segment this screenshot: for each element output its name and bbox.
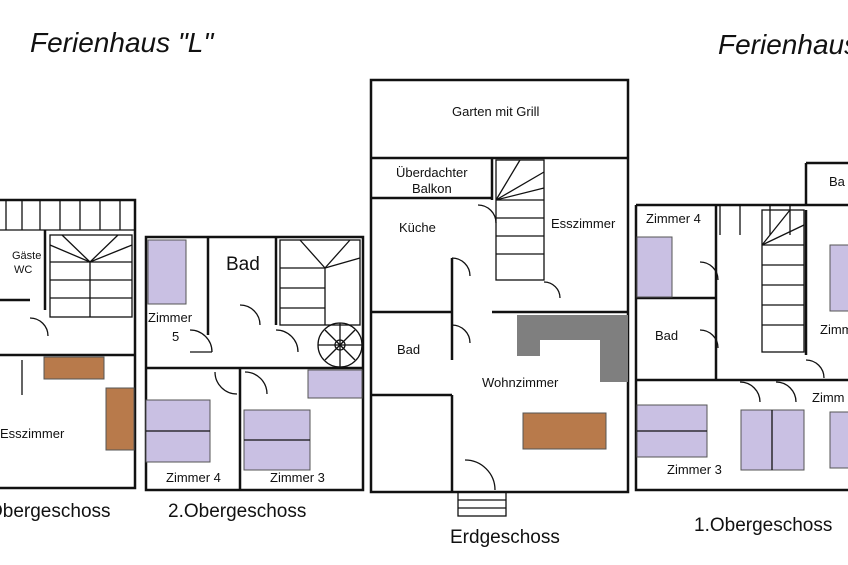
label-bad-eg: Bad [397, 342, 420, 357]
label-zimmer5-b: 5 [172, 329, 179, 344]
title-left: Ferienhaus "L" [30, 27, 214, 58]
label-esszimmer-eg: Esszimmer [551, 216, 616, 231]
label-balkon-b: Balkon [412, 181, 452, 196]
label-zimmer4-1og: Zimmer 4 [646, 211, 701, 226]
label-wohnzimmer: Wohnzimmer [482, 375, 559, 390]
label-esszimmer-left: Esszimmer [0, 426, 65, 441]
floor-label-1og: 1.Obergeschoss [694, 515, 832, 536]
floor-label-2og: 2.Obergeschoss [168, 501, 306, 522]
floor-plan-left: Gäste WC Esszimmer [0, 198, 137, 490]
floor-plan-2og: Bad Zimmer 5 Zimmer 4 Zimmer 3 [144, 235, 365, 492]
bed-single-2og [307, 369, 363, 399]
sideboard-left [105, 387, 135, 451]
entry-steps [457, 491, 507, 517]
floor-label-left: Obergeschoss [0, 501, 111, 522]
label-gaeste: Gäste [12, 250, 41, 262]
label-zimmer3-1og: Zimmer 3 [667, 462, 722, 477]
label-bad-1og: Bad [655, 328, 678, 343]
label-zimmer4-2og: Zimmer 4 [166, 470, 221, 485]
label-zimmer-1og-b: Zimm [812, 390, 845, 405]
label-balkon-a: Überdachter [396, 165, 468, 180]
coffee-table-eg [522, 412, 607, 450]
label-kueche: Küche [399, 220, 436, 235]
bed-right-lower-1og [829, 411, 848, 469]
label-zimmer5-a: Zimmer [148, 310, 193, 325]
dining-table-left [43, 356, 105, 380]
fireplace [517, 315, 628, 382]
left-outer-wall [0, 198, 137, 490]
floor-plan-eg: Garten mit Grill Überdachter Balkon Küch… [369, 78, 630, 517]
label-zimmer-1og-a: Zimm [820, 322, 848, 337]
bed-zimmer5 [147, 239, 187, 305]
2og-outer-wall [144, 235, 365, 492]
bed-right-upper-1og [829, 244, 848, 312]
label-wc: WC [14, 264, 32, 276]
bed-zimmer4-1og [636, 236, 673, 298]
floor-plan-1og: Zimmer 4 Bad Ba Zimm Zimm Zimmer 3 [634, 161, 848, 492]
label-garten: Garten mit Grill [452, 104, 540, 119]
label-bad-1og-top: Ba [829, 174, 846, 189]
title-right: Ferienhaus [718, 29, 848, 60]
label-bad-2og: Bad [226, 254, 260, 275]
floor-label-eg: Erdgeschoss [450, 527, 560, 548]
label-zimmer3-2og: Zimmer 3 [270, 470, 325, 485]
